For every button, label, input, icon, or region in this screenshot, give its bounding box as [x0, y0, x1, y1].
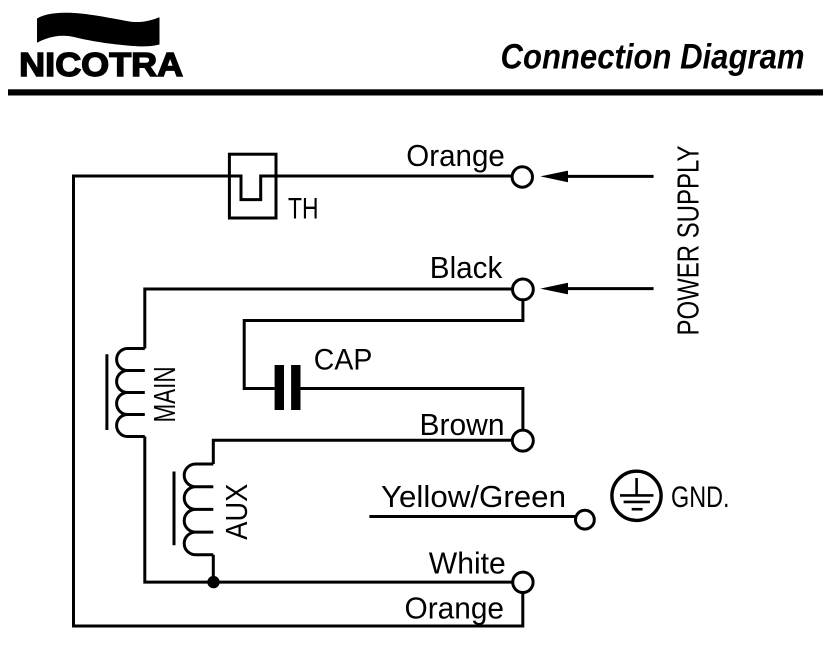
- svg-text:AUX: AUX: [219, 483, 254, 539]
- svg-text:NICOTRA: NICOTRA: [19, 46, 183, 83]
- svg-text:POWER SUPPLY: POWER SUPPLY: [672, 146, 706, 336]
- svg-text:Yellow/Green: Yellow/Green: [381, 479, 566, 514]
- svg-text:Brown: Brown: [420, 407, 505, 442]
- svg-text:White: White: [429, 546, 506, 581]
- svg-text:Connection Diagram: Connection Diagram: [501, 38, 805, 77]
- svg-text:MAIN: MAIN: [147, 367, 182, 423]
- svg-text:CAP: CAP: [314, 344, 373, 377]
- svg-text:Orange: Orange: [406, 138, 505, 173]
- svg-text:Orange: Orange: [405, 591, 505, 626]
- svg-text:Black: Black: [430, 250, 503, 285]
- svg-text:GND.: GND.: [671, 481, 730, 514]
- svg-text:TH: TH: [288, 192, 319, 225]
